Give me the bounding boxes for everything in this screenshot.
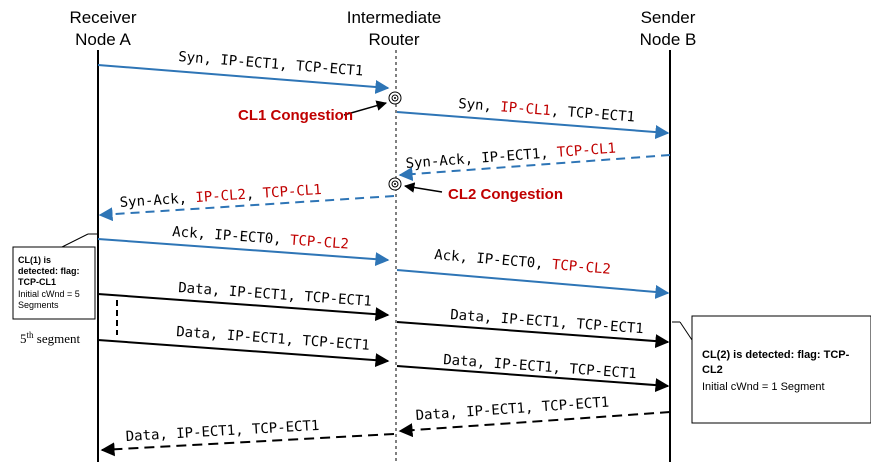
message-label: Syn-Ack, IP-CL2, TCP-CL1 (119, 182, 322, 211)
message-label-part: , TCP-ECT1 (550, 103, 635, 125)
message-label: Data, IP-ECT1, TCP-ECT1 (176, 324, 371, 354)
syn-arrow-a-to-router (97, 64, 390, 94)
left-detection-note: CL(1) is detected: flag: TCP-CL1 Initial… (12, 233, 97, 320)
cl2-congestion-label: CL2 Congestion (448, 186, 563, 203)
left-note-bold-2: detected: flag: (18, 266, 80, 276)
fifth-segment-label: 5th segment (20, 330, 80, 346)
svg-text:CL(1) is detected: flag:: CL(1) is detected: flag: TCP-CL1 (18, 255, 82, 287)
ack-arrow-router-to-b (396, 269, 670, 299)
synack-arrow-b-to-router (398, 154, 671, 182)
left-note-bold-3: TCP-CL1 (18, 277, 56, 287)
message-label-part: IP-CL2 (195, 187, 247, 206)
right-detection-note: CL(2) is detected: flag: TCP- CL2 Initia… (672, 315, 871, 424)
message-label-part: Ack, IP-ECT0, (434, 247, 553, 273)
message-label-part: TCP-CL2 (289, 232, 349, 252)
data1-arrow-router-to-b (396, 321, 670, 349)
message-label-part: TCP-CL1 (556, 141, 616, 161)
message-label-part: Data, IP-ECT1, TCP-ECT1 (415, 395, 610, 424)
router-title-line1: Intermediate (347, 8, 442, 27)
left-note-normal-1: Initial cWnd = 5 (18, 289, 80, 299)
message-label-part: IP-CL1 (500, 99, 552, 119)
message-label: Syn, IP-ECT1, TCP-ECT1 (178, 49, 364, 79)
right-note-bold-1: CL(2) is detected: flag: TCP- (702, 349, 850, 361)
receiver-title-line1: Receiver (69, 8, 136, 27)
sender-title-line2: Node B (640, 30, 697, 49)
message-label-part: Data, IP-ECT1, TCP-ECT1 (178, 280, 373, 310)
congestion-cl1-icon (388, 91, 402, 105)
message-label-part: TCP-CL1 (262, 182, 322, 202)
ack-arrow-a-to-router (97, 238, 390, 267)
message-label-part: Data, IP-ECT1, TCP-ECT1 (125, 418, 319, 445)
svg-text:Initial cWnd = 1 Segment: Initial cWnd = 1 Segment (702, 381, 825, 393)
message-label: Ack, IP-ECT0, TCP-CL2 (434, 247, 612, 278)
left-note-bold-1: CL(1) is (18, 255, 51, 265)
message-label-part: Syn, IP-ECT1, TCP-ECT1 (178, 49, 364, 79)
data3-arrow-b-to-router (398, 411, 671, 438)
message-label-part: Syn, (458, 96, 501, 115)
data3-arrow-router-to-a (100, 433, 395, 457)
message-label-part: Data, IP-ECT1, TCP-ECT1 (443, 352, 638, 382)
cl2-pointer-arrow (403, 182, 443, 193)
message-label-part: Syn-Ack, IP-ECT1, (405, 145, 557, 172)
message-label-part: , (245, 186, 263, 203)
syn-arrow-router-to-b (396, 111, 670, 140)
cl1-congestion-label: CL1 Congestion (238, 107, 353, 124)
message-label-part: TCP-CL2 (551, 257, 611, 278)
data1-arrow-a-to-router (97, 293, 390, 322)
receiver-title-line2: Node A (75, 30, 131, 49)
data2-arrow-router-to-b (396, 365, 670, 393)
message-label: Data, IP-ECT1, TCP-ECT1 (178, 280, 373, 310)
message-label: Data, IP-ECT1, TCP-ECT1 (415, 395, 610, 424)
right-note-normal-1: Initial cWnd = 1 Segment (702, 381, 825, 393)
right-note-bold-2: CL2 (702, 364, 723, 376)
message-label: Data, IP-ECT1, TCP-ECT1 (443, 352, 638, 382)
message-label-part: Syn-Ack, (119, 190, 196, 211)
message-label: Ack, IP-ECT0, TCP-CL2 (172, 224, 350, 253)
cl1-pointer-arrow (343, 100, 388, 116)
message-label: Syn-Ack, IP-ECT1, TCP-CL1 (405, 141, 616, 172)
message-label: Data, IP-ECT1, TCP-ECT1 (125, 418, 319, 445)
synack-arrow-router-to-a (98, 195, 395, 222)
router-title-line2: Router (368, 30, 419, 49)
svg-text:CL(2) is detected: flag: TCP-: CL(2) is detected: flag: TCP- CL2 (702, 349, 852, 376)
sender-title-line1: Sender (641, 8, 696, 27)
data2-arrow-a-to-router (97, 339, 390, 368)
message-label: Syn, IP-CL1, TCP-ECT1 (458, 96, 636, 126)
svg-text:Initial cWnd = 5 Segment: Initial cWnd = 5 Segments (18, 289, 82, 310)
message-label-part: Data, IP-ECT1, TCP-ECT1 (176, 324, 371, 354)
congestion-cl2-icon (388, 177, 402, 191)
left-note-normal-2: Segments (18, 300, 59, 310)
